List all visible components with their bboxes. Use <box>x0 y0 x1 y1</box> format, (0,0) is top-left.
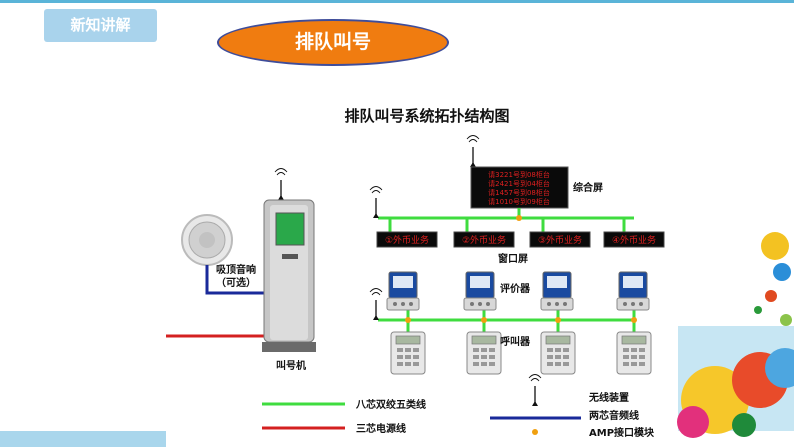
caller-device-3 <box>540 331 576 375</box>
window-screen-2-text: ②外币业务 <box>462 234 506 246</box>
window-screen-3 <box>529 231 591 248</box>
diagram-title: 排队叫号系统拓扑结构图 <box>344 107 509 125</box>
twisted-pair-network <box>378 208 636 332</box>
kiosk-label: 叫号机 <box>276 359 306 372</box>
speaker-optional-label: （可选） <box>216 276 256 289</box>
evaluator-device-4 <box>616 271 650 311</box>
window-screen-1-text: ①外币业务 <box>385 234 429 246</box>
queue-ticket-kiosk <box>262 167 316 352</box>
speaker-label: 吸顶音响 <box>216 263 256 276</box>
led-screen <box>470 166 569 209</box>
window-screen-2 <box>453 231 515 248</box>
evaluator-device-3 <box>540 271 574 311</box>
window-screen-1 <box>376 231 438 248</box>
audio-cable-speaker <box>205 265 264 295</box>
led-antenna-icon <box>466 134 480 168</box>
bottom-accent-bar <box>0 431 166 447</box>
led-line-3: 请1457号到08柜台 <box>488 188 550 197</box>
bus-antenna-icon <box>369 185 383 219</box>
led-line-2: 请2421号到04柜台 <box>488 179 550 188</box>
section-title-pill: 排队叫号 <box>217 19 449 66</box>
top-accent-line <box>0 0 794 3</box>
window-screen-4-text: ④外币业务 <box>612 234 656 246</box>
caller-device-2 <box>466 331 502 375</box>
window-screen-label: 窗口屏 <box>498 252 528 265</box>
evaluator-device-2 <box>463 271 497 311</box>
led-line-4: 请1010号到09柜台 <box>488 197 550 206</box>
window-screen-3-text: ③外币业务 <box>538 234 582 246</box>
legend-amp-dot <box>532 429 538 435</box>
ceiling-speaker <box>181 214 233 266</box>
caller-device-4 <box>616 331 652 375</box>
led-screen-label: 综合屏 <box>573 181 603 194</box>
legend-blue-label: 两芯音频线 <box>589 409 639 422</box>
legend-amp-label: AMP接口模块 <box>589 426 655 439</box>
evaluator-device-1 <box>386 271 420 311</box>
legend-green-label: 八芯双绞五类线 <box>355 398 426 411</box>
caller-label: 呼叫器 <box>500 335 531 348</box>
legend-red-label: 三芯电源线 <box>356 422 406 435</box>
window-screen-4 <box>603 231 665 248</box>
legend-wireless-icon <box>528 373 542 407</box>
evaluator-label: 评价器 <box>500 282 531 295</box>
section-tag: 新知讲解 <box>44 9 157 42</box>
legend-wireless-label: 无线装置 <box>588 391 629 404</box>
decorative-circles <box>677 232 794 438</box>
led-line-1: 请3221号到08柜台 <box>488 170 550 179</box>
amp-connectors <box>405 215 637 323</box>
caller-device-1 <box>390 331 426 375</box>
evaluator-bus-antenna-icon <box>369 287 383 321</box>
